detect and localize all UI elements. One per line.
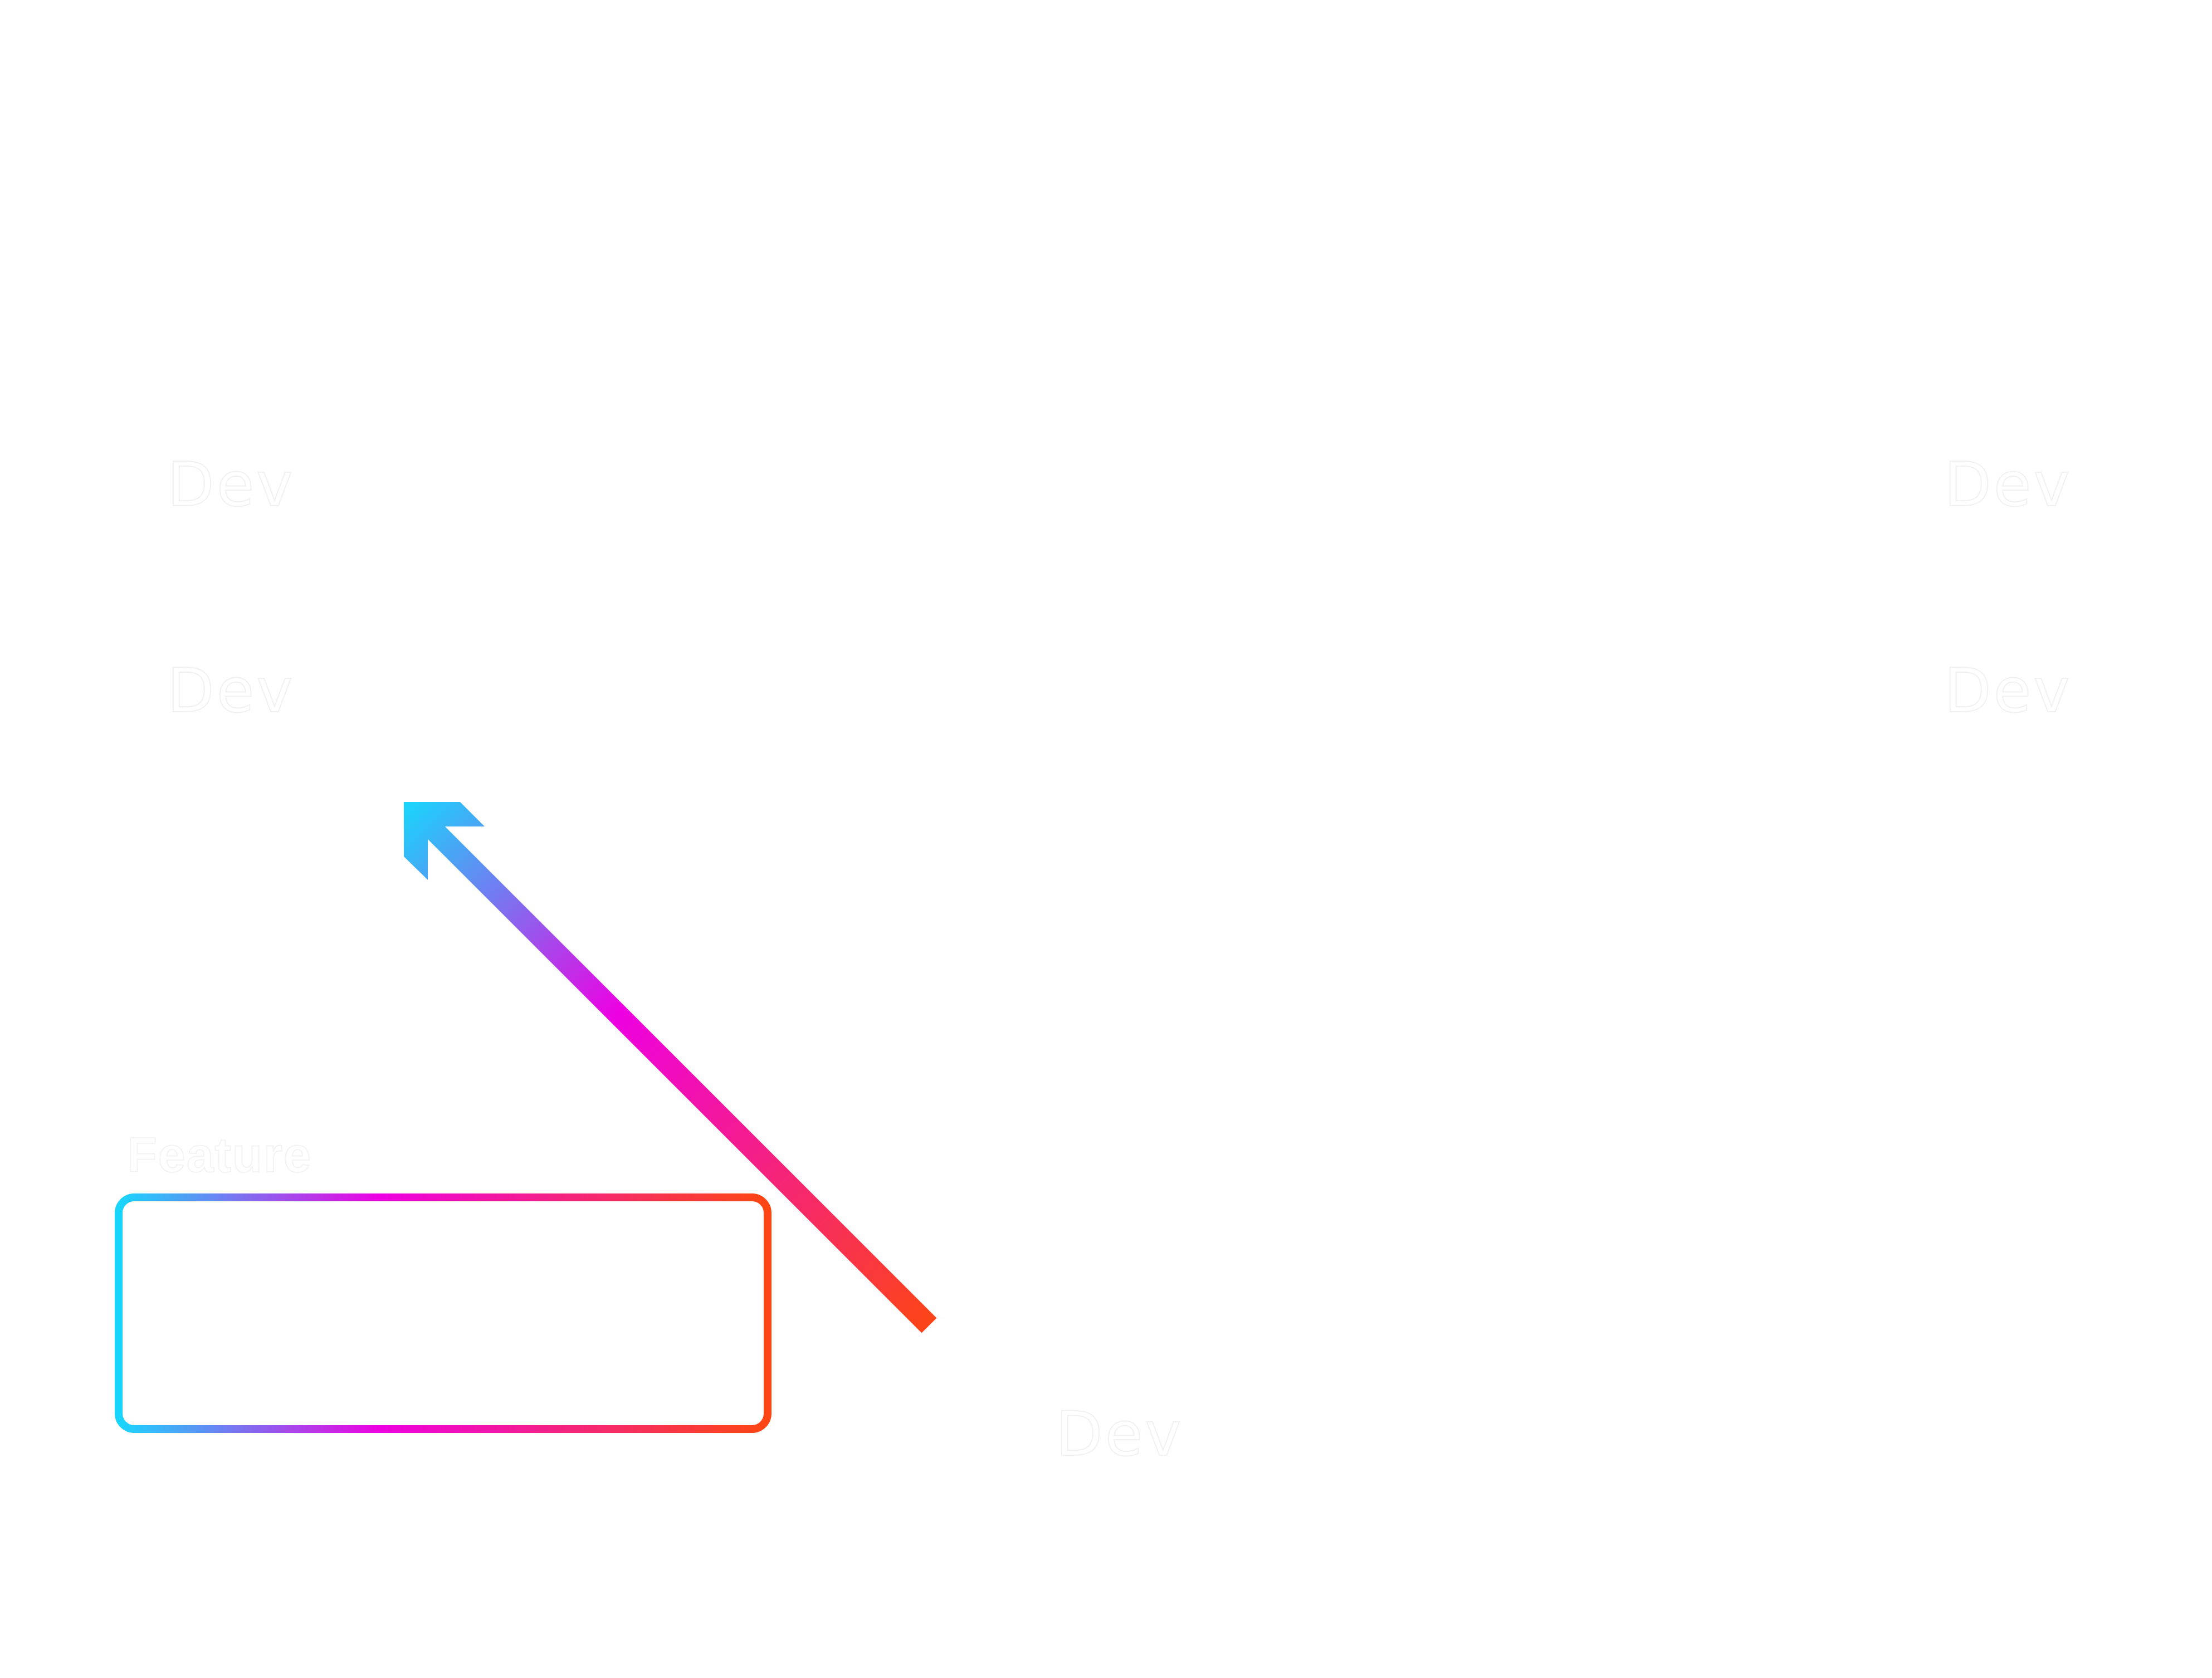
highlight-box (115, 1193, 771, 1433)
annotation-label: Feature (126, 1127, 312, 1182)
arrow-up-left-icon (404, 802, 937, 1333)
watermark: Dev (1944, 655, 2072, 726)
watermark: Dev (167, 655, 295, 726)
watermark: Dev (1944, 449, 2072, 520)
watermark: Dev (167, 449, 295, 520)
watermark: Dev (1055, 1398, 1184, 1470)
